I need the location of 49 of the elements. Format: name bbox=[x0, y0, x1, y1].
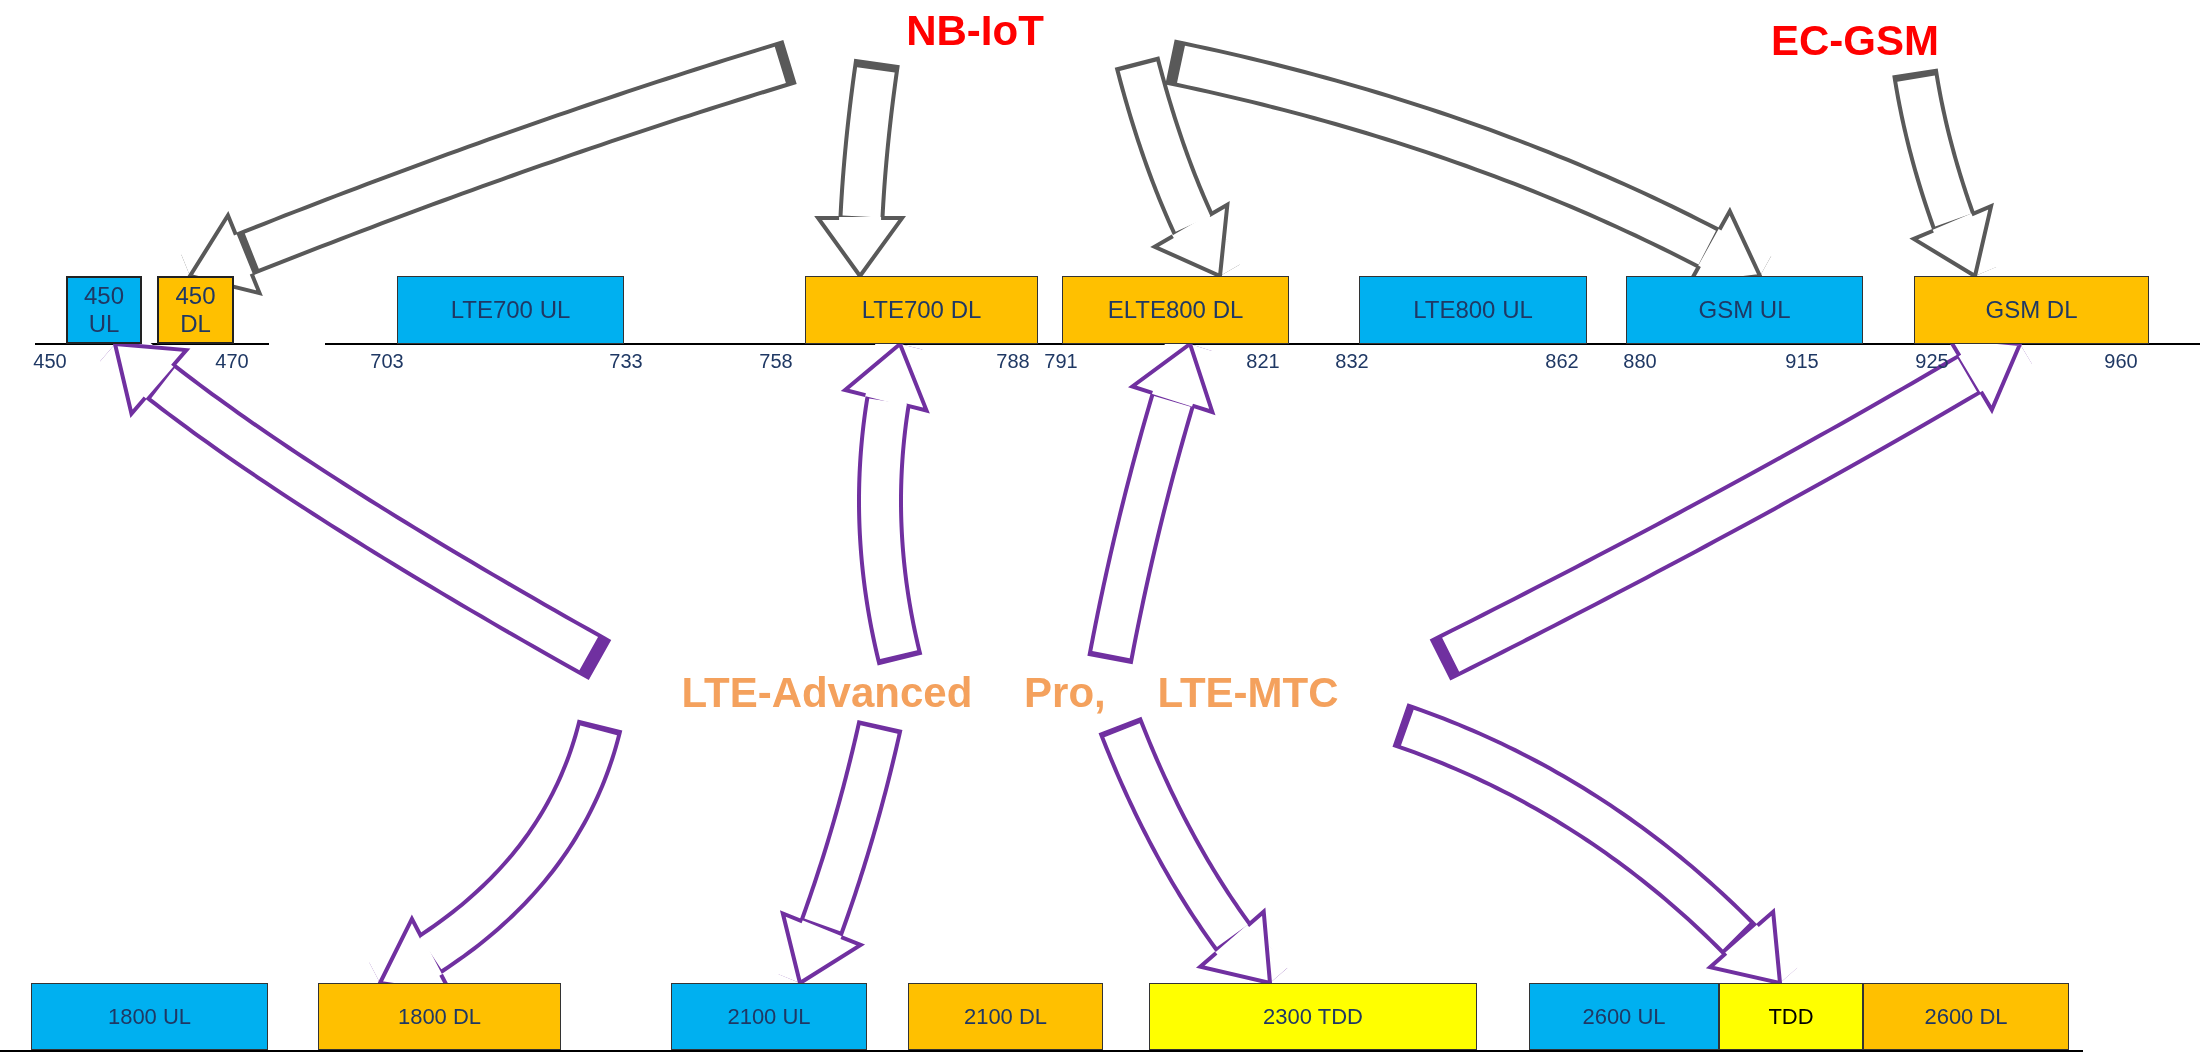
frequency-band bbox=[1914, 276, 2149, 344]
band-label: LTE800 UL bbox=[1413, 296, 1533, 324]
frequency-band bbox=[397, 276, 624, 344]
frequency-tick-label: 880 bbox=[1623, 350, 1657, 373]
frequency-band bbox=[1149, 983, 1477, 1050]
frequency-tick-label: 450 bbox=[33, 350, 67, 373]
frequency-band bbox=[671, 983, 867, 1050]
band-label: GSM DL bbox=[1985, 296, 2078, 324]
frequency-band bbox=[157, 276, 234, 344]
frequency-band bbox=[1062, 276, 1289, 344]
frequency-tick-label: 791 bbox=[1044, 350, 1078, 373]
frequency-tick-label: 862 bbox=[1545, 350, 1579, 373]
band-label: 1800 UL bbox=[107, 1003, 192, 1030]
band-label: 450 DL bbox=[174, 282, 217, 338]
frequency-band bbox=[1359, 276, 1587, 344]
technology-label: NB-IoT bbox=[906, 7, 1044, 55]
band-label: 450 UL bbox=[82, 282, 125, 338]
frequency-tick-label: 821 bbox=[1246, 350, 1280, 373]
band-label: 2100 UL bbox=[727, 1003, 811, 1030]
band-label: ELTE800 DL bbox=[1107, 296, 1244, 324]
band-label: 2600 UL bbox=[1582, 1003, 1666, 1030]
frequency-tick-label: 758 bbox=[759, 350, 793, 373]
frequency-tick-label: 703 bbox=[370, 350, 404, 373]
frequency-tick-label: 733 bbox=[609, 350, 643, 373]
band-label: GSM UL bbox=[1698, 296, 1791, 324]
frequency-band bbox=[908, 983, 1103, 1050]
band-label: LTE700 UL bbox=[450, 296, 571, 324]
band-label: 2600 DL bbox=[1924, 1003, 2008, 1030]
frequency-band bbox=[1719, 983, 1863, 1050]
band-label: 2100 DL bbox=[963, 1003, 1048, 1030]
band-label: 2300 TDD bbox=[1263, 1003, 1363, 1030]
band-label: TDD bbox=[1768, 1003, 1814, 1030]
technology-label: LTE-Advanced Pro, LTE-MTC bbox=[681, 668, 1339, 717]
frequency-tick-label: 915 bbox=[1785, 350, 1819, 373]
frequency-band bbox=[31, 983, 268, 1050]
frequency-band bbox=[1529, 983, 1719, 1050]
band-label: LTE700 DL bbox=[861, 296, 982, 324]
frequency-tick-label: 832 bbox=[1335, 350, 1369, 373]
technology-label: EC-GSM bbox=[1771, 17, 1939, 65]
frequency-tick-label: 470 bbox=[215, 350, 249, 373]
frequency-band bbox=[1863, 983, 2069, 1050]
frequency-band bbox=[1626, 276, 1863, 344]
frequency-tick-label: 960 bbox=[2104, 350, 2138, 373]
frequency-band bbox=[805, 276, 1038, 344]
frequency-band bbox=[318, 983, 561, 1050]
frequency-tick-label: 788 bbox=[996, 350, 1030, 373]
frequency-tick-label: 925 bbox=[1915, 350, 1949, 373]
frequency-band bbox=[66, 276, 142, 344]
band-label: 1800 DL bbox=[397, 1003, 482, 1030]
